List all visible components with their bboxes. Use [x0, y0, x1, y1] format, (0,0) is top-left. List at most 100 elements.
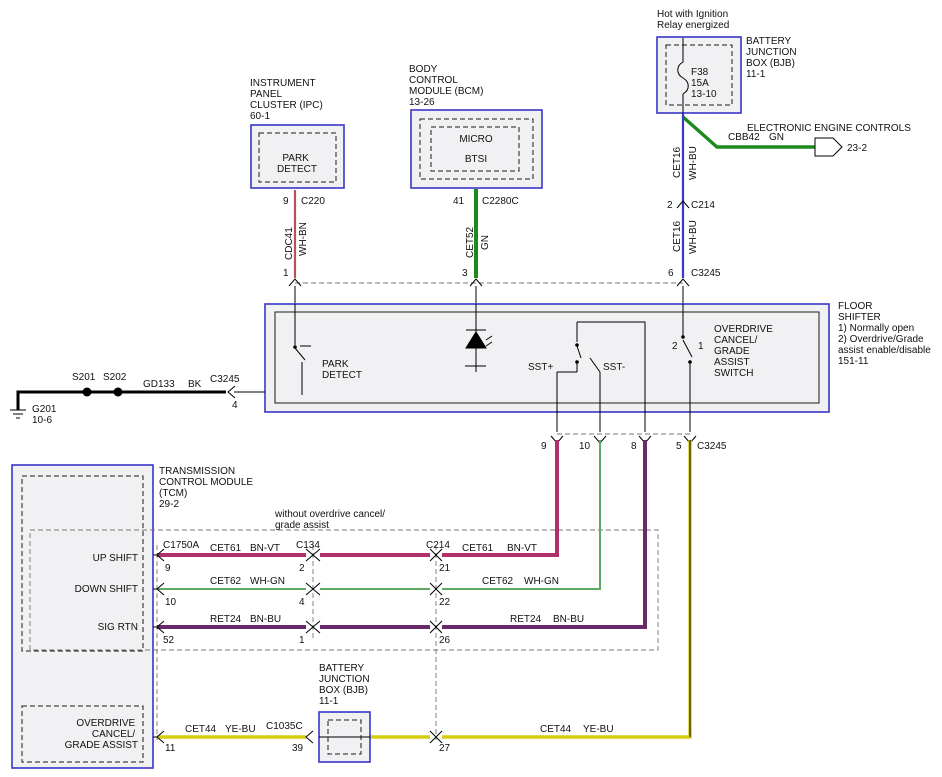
od-cancel-label: OVERDRIVE CANCEL/ GRADE ASSIST [65, 718, 138, 751]
wh-bn-label: WH-BN [298, 222, 309, 256]
c214-top-chevron-icon [676, 200, 690, 209]
wire-gd133 [16, 390, 226, 410]
wire-cet61 [157, 440, 559, 557]
bcm-btsi-label: BTSI [465, 154, 487, 165]
overdrive-switch-icon [682, 304, 693, 432]
bjb2-pin-39: 39 [292, 743, 304, 754]
wire-cbb42 [681, 115, 815, 149]
c214-chevron-icon-1 [429, 548, 443, 562]
eec-branch: ELECTRONIC ENGINE CONTROLS CBB42 GN 23-2 [681, 115, 911, 157]
ye-bu-label-a: YE-BU [225, 724, 256, 735]
chevron-icon-ipc [288, 278, 302, 287]
cet62-label-a: CET62 [210, 576, 242, 587]
c214-chevron-icon-4 [429, 730, 443, 744]
wh-gn-label-a: WH-GN [250, 576, 285, 587]
bn-vt-label-b: BN-VT [507, 543, 537, 554]
tcm-pin-10: 10 [165, 597, 177, 608]
bot-pin-10: 10 [579, 441, 591, 452]
cet61-label-b: CET61 [462, 543, 494, 554]
gd133-label: GD133 [143, 379, 175, 390]
c220-label: C220 [301, 196, 325, 207]
park-detect-switch-icon [294, 304, 311, 395]
ipc-pin-9: 9 [283, 196, 289, 207]
cet44-label-a: CET44 [185, 724, 217, 735]
sst-switch-icon [576, 321, 646, 432]
gnd-pin-4: 4 [232, 400, 238, 411]
down-shift-label: DOWN SHIFT [75, 584, 138, 595]
c134-chevron-icon-1 [305, 548, 321, 562]
tcm-pin-52: 52 [163, 635, 175, 646]
c134-pin-1: 1 [299, 635, 305, 646]
without-od-label: without overdrive cancel/ grade assist [274, 509, 388, 531]
c134-chevron-icon-2 [305, 582, 321, 596]
wire-cet62 [157, 440, 601, 590]
hot-with-ignition-label: Hot with Ignition Relay energized [657, 9, 731, 31]
bk-label: BK [188, 379, 202, 390]
park-detect-label: PARK DETECT [322, 359, 362, 381]
overdrive-switch-label: OVERDRIVE CANCEL/ GRADE ASSIST SWITCH [714, 324, 776, 379]
c1035c-label: C1035C [266, 721, 303, 732]
bn-vt-label-a: BN-VT [250, 543, 280, 554]
fuse-f38-label: F38 15A 13-10 [691, 67, 717, 100]
bcm-title: BODY CONTROL MODULE (BCM) 13-26 [409, 64, 486, 108]
sw-pin-1: 1 [698, 341, 704, 352]
eec-ref-label: 23-2 [847, 143, 867, 154]
battery-junction-box-bottom: BATTERY JUNCTION BOX (BJB) 11-1 [318, 663, 372, 763]
c214-chevron-icon-3 [429, 620, 443, 634]
ground-branch: S201 S202 GD133 BK C3245 4 G201 10-6 [10, 372, 265, 426]
bcm-micro-label: MICRO [459, 134, 493, 145]
bcm-pin-3: 3 [462, 268, 468, 279]
c134-chevron-icon-3 [305, 620, 321, 634]
c3245-left-chevron-icon [227, 385, 236, 399]
cet44-label-b: CET44 [540, 724, 572, 735]
c2280c-label: C2280C [482, 196, 519, 207]
ipc-module: INSTRUMENT PANEL CLUSTER (IPC) 60-1 PARK… [250, 78, 345, 189]
wire-ret24 [157, 440, 647, 629]
ye-bu-label-b: YE-BU [583, 724, 614, 735]
c134-pin-4: 4 [299, 597, 305, 608]
floor-shifter-title: FLOOR SHIFTER 1) Normally open 2) Overdr… [838, 301, 934, 367]
c214-pin-22: 22 [439, 597, 451, 608]
tcm-pin-9: 9 [165, 563, 171, 574]
cet61-label-a: CET61 [210, 543, 242, 554]
c3245-top-label: C3245 [691, 268, 721, 279]
tcm-pin-11: 11 [165, 743, 176, 754]
ipc-title: INSTRUMENT PANEL CLUSTER (IPC) 60-1 [250, 78, 326, 122]
c1750a-label: C1750A [163, 540, 199, 551]
c214-top-label: C214 [691, 200, 715, 211]
splice-s202 [113, 387, 123, 397]
cet52-label: CET52 [465, 226, 476, 258]
cbb42-color-label: GN [769, 132, 784, 143]
floor-shifter: FLOOR SHIFTER 1) Normally open 2) Overdr… [264, 301, 934, 432]
c214-pin-26: 26 [439, 635, 451, 646]
ret24-label-a: RET24 [210, 614, 242, 625]
s202-label: S202 [103, 372, 127, 383]
cet16-label-a: CET16 [672, 146, 683, 178]
c214-chevron-icon-2 [429, 582, 443, 596]
wh-bu-label-a: WH-BU [688, 146, 699, 180]
bot-pin-9: 9 [541, 441, 547, 452]
s201-label: S201 [72, 372, 96, 383]
ground-label: G201 10-6 [32, 404, 59, 426]
c214-pin-21: 21 [439, 563, 451, 574]
c3245-bottom-label: C3245 [697, 441, 727, 452]
splice-s201 [82, 387, 92, 397]
bn-bu-label-b: BN-BU [553, 614, 584, 625]
wh-bu-label-b: WH-BU [688, 220, 699, 254]
bjb-pin-6: 6 [668, 268, 674, 279]
bcm-module: BODY CONTROL MODULE (BCM) 13-26 MICRO BT… [409, 64, 543, 189]
chevron-icon-bcm [469, 278, 483, 287]
gn-label: GN [480, 235, 491, 250]
ground-icon [10, 409, 26, 419]
sst-minus-label: SST- [603, 362, 625, 373]
sst-plus-label: SST+ [528, 362, 553, 373]
bn-bu-label-a: BN-BU [250, 614, 281, 625]
cbb42-label: CBB42 [728, 132, 760, 143]
sig-rtn-label: SIG RTN [98, 622, 138, 633]
chevron-icon-bjb [676, 278, 690, 287]
bjb-bottom-title: BATTERY JUNCTION BOX (BJB) 11-1 [319, 663, 372, 707]
tcm-title: TRANSMISSION CONTROL MODULE (TCM) 29-2 [159, 466, 256, 510]
eec-connector-icon [814, 137, 843, 157]
tcm-module: TRANSMISSION CONTROL MODULE (TCM) 29-2 U… [11, 464, 256, 769]
